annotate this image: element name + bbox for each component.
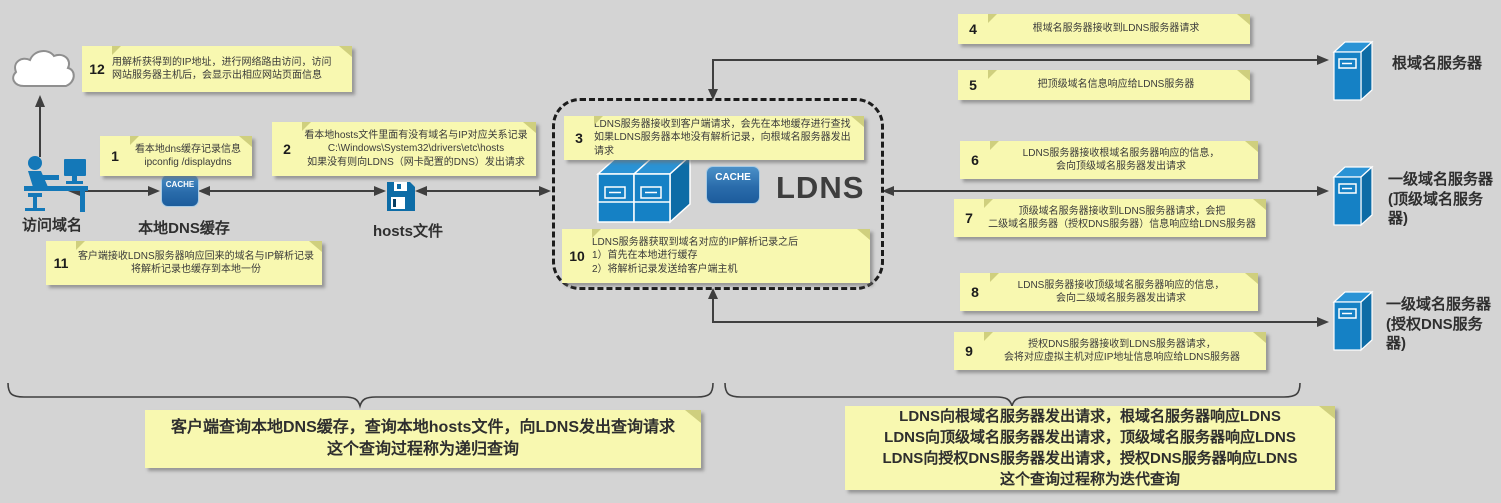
- note-step-12: 12 用解析获得到的IP地址，进行网络路由访问，访问 网站服务器主机后，会显示出…: [82, 46, 352, 92]
- note-step-7: 7 顶级域名服务器接收到LDNS服务器请求，会把 二级域名服务器（授权DNS服务…: [954, 199, 1266, 237]
- tld-server-label: 一级域名服务器 (顶级域名服务器): [1388, 170, 1501, 229]
- auth-server-label: 一级域名服务器 (授权DNS服务器): [1386, 295, 1501, 354]
- note-number: 3: [575, 130, 583, 146]
- note-text: 看本地hosts文件里面有没有域名与IP对应关系记录 C:\Windows\Sy…: [304, 129, 528, 168]
- note-text: 根域名服务器接收到LDNS服务器请求: [1032, 23, 1200, 35]
- root-server-label: 根域名服务器: [1392, 55, 1483, 72]
- note-text: LDNS服务器获取到域名对应的IP解析记录之后 1）首先在本地进行缓存 2）将解…: [592, 236, 799, 275]
- local-dns-cache-label: 本地DNS缓存: [138, 220, 230, 237]
- note-step-1: 1 看本地dns缓存记录信息 ipconfig /displaydns: [100, 136, 252, 176]
- cache-badge-label: CACHE: [165, 180, 195, 189]
- ldns-cache-icon: CACHE: [706, 166, 760, 204]
- local-dns-cache-icon: CACHE: [161, 174, 199, 207]
- note-step-11: 11 客户端接收LDNS服务器响应回来的域名与IP解析记录 将解析记录也缓存到本…: [46, 241, 322, 285]
- note-step-8: 8 LDNS服务器接收顶级域名服务器响应的信息， 会向二级域名服务器发出请求: [960, 273, 1258, 311]
- note-number: 2: [283, 141, 291, 157]
- recursive-query-summary: 客户端查询本地DNS缓存，查询本地hosts文件，向LDNS发出查询请求 这个查…: [145, 410, 701, 468]
- note-text: 客户端接收LDNS服务器响应回来的域名与IP解析记录 将解析记录也缓存到本地一份: [77, 250, 315, 276]
- note-step-10: 10 LDNS服务器获取到域名对应的IP解析记录之后 1）首先在本地进行缓存 2…: [562, 229, 870, 283]
- note-number: 1: [111, 148, 119, 164]
- note-text: 用解析获得到的IP地址，进行网络路由访问，访问 网站服务器主机后，会显示出相应网…: [112, 56, 332, 82]
- hosts-file-icon: [387, 182, 415, 211]
- auth-server-label-line1: 一级域名服务器: [1386, 296, 1492, 313]
- note-text: LDNS服务器接收根域名服务器响应的信息， 会向顶级域名服务器发出请求: [1022, 147, 1220, 173]
- note-step-2: 2 看本地hosts文件里面有没有域名与IP对应关系记录 C:\Windows\…: [272, 122, 536, 176]
- ldns-server-icon: [596, 154, 692, 224]
- note-number: 5: [969, 77, 977, 93]
- tld-server-label-line2: (顶级域名服务器): [1388, 190, 1483, 228]
- auth-server-icon: [1332, 290, 1374, 352]
- note-number: 8: [971, 284, 979, 300]
- ldns-title: LDNS: [776, 170, 865, 205]
- note-text: LDNS服务器接收顶级域名服务器响应的信息， 会向二级域名服务器发出请求: [1017, 279, 1225, 305]
- note-text: LDNS服务器接收到客户端请求，会先在本地缓存进行查找 如果LDNS服务器本地没…: [594, 118, 851, 157]
- note-text: 把顶级域名信息响应给LDNS服务器: [1037, 79, 1195, 91]
- note-number: 6: [971, 152, 979, 168]
- note-number: 10: [569, 248, 585, 264]
- cache-badge-label: CACHE: [715, 172, 751, 183]
- note-text: 看本地dns缓存记录信息 ipconfig /displaydns: [134, 143, 242, 169]
- note-text: 授权DNS服务器接收到LDNS服务器请求， 会将对应虚拟主机对应IP地址信息响应…: [1003, 338, 1241, 364]
- note-number: 12: [89, 61, 105, 77]
- note-number: 9: [965, 343, 973, 359]
- note-text: 顶级域名服务器接收到LDNS服务器请求，会把 二级域名服务器（授权DNS服务器）…: [988, 205, 1256, 231]
- note-number: 11: [53, 255, 69, 271]
- tld-server-icon: [1332, 165, 1374, 227]
- client-label: 访问域名: [21, 217, 82, 234]
- client-user-icon: [24, 156, 88, 212]
- note-step-9: 9 授权DNS服务器接收到LDNS服务器请求， 会将对应虚拟主机对应IP地址信息…: [954, 332, 1266, 370]
- ldns-group-box: [552, 98, 884, 290]
- note-number: 7: [965, 210, 973, 226]
- note-step-5: 5 把顶级域名信息响应给LDNS服务器: [958, 70, 1250, 100]
- internet-cloud-icon: [12, 50, 75, 87]
- note-step-6: 6 LDNS服务器接收根域名服务器响应的信息， 会向顶级域名服务器发出请求: [960, 141, 1258, 179]
- auth-server-label-line2: (授权DNS服务器): [1386, 315, 1483, 353]
- note-step-3: 3 LDNS服务器接收到客户端请求，会先在本地缓存进行查找 如果LDNS服务器本…: [564, 116, 864, 160]
- note-step-4: 4 根域名服务器接收到LDNS服务器请求: [958, 14, 1250, 44]
- root-server-icon: [1332, 40, 1374, 102]
- note-number: 4: [969, 21, 977, 37]
- hosts-file-label: hosts文件: [372, 223, 443, 240]
- iterative-query-summary: LDNS向根域名服务器发出请求，根域名服务器响应LDNS LDNS向顶级域名服务…: [845, 406, 1335, 490]
- tld-server-label-line1: 一级域名服务器: [1388, 171, 1494, 188]
